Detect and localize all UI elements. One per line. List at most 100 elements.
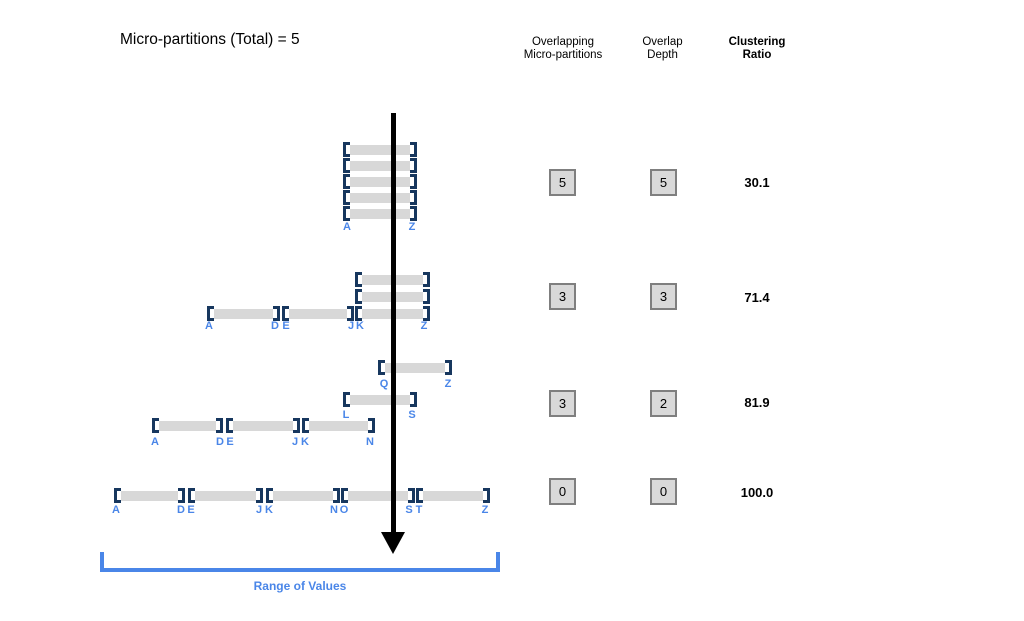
open-bracket <box>355 272 362 287</box>
close-bracket <box>408 488 415 503</box>
partition-range-label: E <box>282 320 290 332</box>
partition-bar <box>207 306 280 321</box>
partition-range-label: E <box>226 436 234 448</box>
close-bracket <box>410 142 417 157</box>
partition-range-label: J <box>255 504 263 516</box>
partition-bar <box>226 418 300 433</box>
partition-range-label: A <box>205 320 213 332</box>
arrow-down-icon <box>381 532 405 554</box>
open-bracket <box>343 174 350 189</box>
partition-range-label: K <box>356 320 364 332</box>
close-bracket <box>410 158 417 173</box>
open-bracket <box>343 392 350 407</box>
bar-fill <box>385 362 445 373</box>
partition-range-label: Z <box>408 221 416 233</box>
diagram-title: Micro-partitions (Total) = 5 <box>120 31 300 48</box>
bar-fill <box>159 420 216 431</box>
partition-range-label: D <box>271 320 279 332</box>
partition-range-label: A <box>343 221 351 233</box>
bar-fill <box>233 420 293 431</box>
partition-range-label: Z <box>420 320 428 332</box>
overlap-depth-box: 2 <box>650 390 677 417</box>
partition-range-label: Q <box>379 378 389 390</box>
close-bracket <box>410 392 417 407</box>
close-bracket <box>333 488 340 503</box>
open-bracket <box>343 142 350 157</box>
header-line: Ratio <box>742 49 772 61</box>
close-bracket <box>423 306 430 321</box>
overlapping-count-box: 3 <box>549 390 576 417</box>
column-header-clustering-ratio: Clustering Ratio <box>712 36 802 62</box>
partition-bar <box>302 418 375 433</box>
range-bracket <box>100 552 500 572</box>
partition-bar <box>416 488 490 503</box>
value-axis-line <box>391 113 396 533</box>
partition-range-label: Z <box>444 378 452 390</box>
open-bracket <box>343 158 350 173</box>
open-bracket <box>355 289 362 304</box>
bar-fill <box>195 490 256 501</box>
bar-fill <box>273 490 333 501</box>
header-line: Clustering <box>728 36 786 48</box>
clustering-ratio-value: 100.0 <box>740 485 774 500</box>
open-bracket <box>416 488 423 503</box>
bar-fill <box>214 308 273 319</box>
partition-bar <box>341 488 415 503</box>
close-bracket <box>423 289 430 304</box>
close-bracket <box>410 190 417 205</box>
bar-fill <box>350 394 410 405</box>
partition-bar <box>343 174 417 189</box>
open-bracket <box>207 306 214 321</box>
partition-bar <box>343 190 417 205</box>
partition-range-label: N <box>330 504 338 516</box>
header-line: Overlap <box>642 36 683 48</box>
partition-bar <box>343 206 417 221</box>
close-bracket <box>483 488 490 503</box>
overlapping-count-box: 3 <box>549 283 576 310</box>
open-bracket <box>302 418 309 433</box>
open-bracket <box>188 488 195 503</box>
bar-fill <box>348 490 408 501</box>
bar-fill <box>309 420 368 431</box>
column-header-overlapping-micro-partitions: Overlapping Micro-partitions <box>505 36 621 62</box>
close-bracket <box>368 418 375 433</box>
partition-range-label: K <box>301 436 309 448</box>
open-bracket <box>266 488 273 503</box>
partition-bar <box>282 306 354 321</box>
bar-fill <box>350 176 410 187</box>
close-bracket <box>410 174 417 189</box>
overlapping-count-box: 5 <box>549 169 576 196</box>
close-bracket <box>216 418 223 433</box>
bar-fill <box>121 490 178 501</box>
open-bracket <box>343 206 350 221</box>
overlap-depth-box: 5 <box>650 169 677 196</box>
close-bracket <box>293 418 300 433</box>
partition-range-label: L <box>342 409 350 421</box>
open-bracket <box>282 306 289 321</box>
partition-bar <box>343 392 417 407</box>
range-of-values-label: Range of Values <box>253 579 347 593</box>
partition-bar <box>152 418 223 433</box>
partition-range-label: K <box>265 504 273 516</box>
close-bracket <box>347 306 354 321</box>
partition-range-label: A <box>151 436 159 448</box>
partition-range-label: A <box>112 504 120 516</box>
close-bracket <box>178 488 185 503</box>
partition-range-label: D <box>177 504 185 516</box>
partition-range-label: E <box>187 504 195 516</box>
partition-bar <box>114 488 185 503</box>
partition-bar <box>343 158 417 173</box>
header-line: Depth <box>647 49 678 61</box>
close-bracket <box>256 488 263 503</box>
open-bracket <box>226 418 233 433</box>
open-bracket <box>341 488 348 503</box>
partition-range-label: D <box>216 436 224 448</box>
open-bracket <box>114 488 121 503</box>
open-bracket <box>355 306 362 321</box>
bar-fill <box>350 208 410 219</box>
partition-bar <box>266 488 340 503</box>
close-bracket <box>445 360 452 375</box>
header-line: Micro-partitions <box>523 49 603 61</box>
bar-fill <box>350 192 410 203</box>
bar-fill <box>350 144 410 155</box>
